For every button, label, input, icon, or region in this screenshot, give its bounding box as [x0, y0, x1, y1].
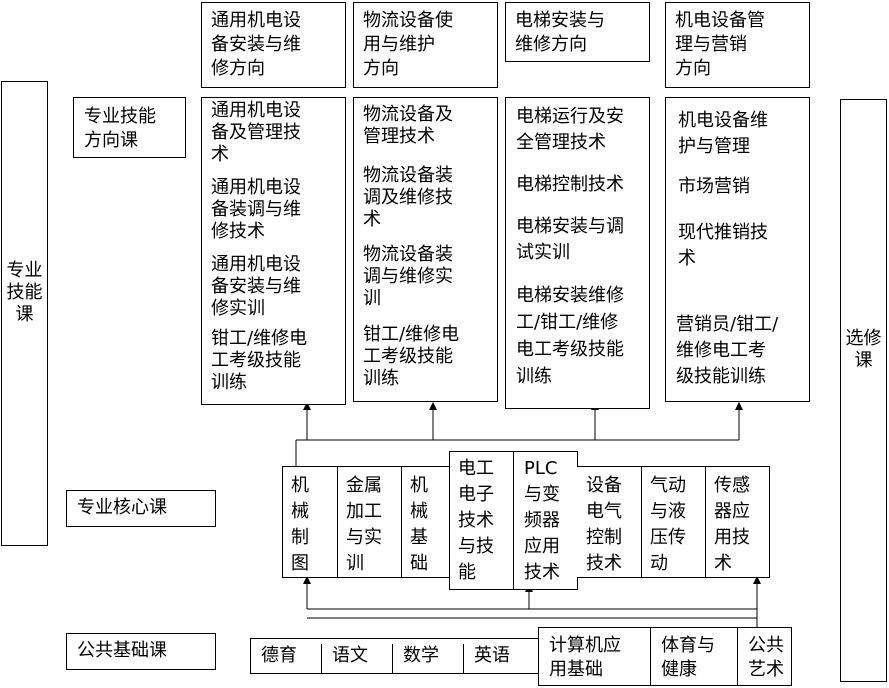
category-skill-direction: 专业技能 方向课	[73, 97, 186, 158]
core-course: 机 械 基 础	[402, 467, 450, 577]
basic-course: 英语	[474, 645, 510, 666]
course-item: 通用机电设 备及管理技 术	[211, 100, 301, 165]
direction-courses-2: 物流设备及 管理技术 物流设备装 调及维修技 术 物流设备装 调与维修实 训 钳…	[353, 97, 498, 402]
course-item: 电梯安装维修 工/钳工/维修 电工考级技能 训练	[516, 285, 624, 387]
core-course: 电工 电子 技术 与技 能	[450, 452, 514, 589]
direction-courses-1: 通用机电设 备及管理技 术 通用机电设 备装调与维 修技术 通用机电设 备安装与…	[201, 97, 346, 405]
course-item: 钳工/维修电 工考级技能 训练	[211, 328, 308, 393]
core-courses-row-left	[282, 466, 450, 578]
elective-side-label: 选修课	[845, 328, 882, 371]
course-item: 营销员/钳工/ 维修电工考 级技能训练	[676, 314, 779, 387]
direction-courses-4: 机电设备维 护与管理 市场营销 现代推销技 术 营销员/钳工/ 维修电工考 级技…	[665, 97, 810, 402]
course-item: 市场营销	[678, 176, 750, 197]
core-course: PLC 与变 频器 应用 技术	[524, 458, 560, 583]
course-item: 电梯安装与调 试实训	[516, 216, 624, 263]
course-item: 电梯运行及安 全管理技术	[516, 106, 624, 153]
basic-course: 公共 艺术	[748, 635, 784, 680]
core-course: 气动 与液 压传 动	[642, 467, 706, 577]
course-item: 电梯控制技术	[516, 174, 624, 195]
category-core: 专业核心课	[66, 490, 216, 527]
category-basic: 公共基础课	[66, 633, 216, 670]
direction-header-3: 电梯安装与 维修方向	[505, 2, 650, 62]
course-item: 通用机电设 备安装与维 修实训	[211, 254, 301, 319]
course-item: 物流设备装 调与维修实 训	[363, 244, 453, 309]
course-item: 机电设备维 护与管理	[678, 110, 768, 157]
direction-courses-3: 电梯运行及安 全管理技术 电梯控制技术 电梯安装与调 试实训 电梯安装维修 工/…	[505, 97, 650, 409]
skill-course-side-label: 专业技能课	[6, 260, 43, 325]
basic-courses-row-right	[538, 627, 792, 686]
course-item: 物流设备装 调及维修技 术	[363, 165, 453, 230]
direction-header-1: 通用机电设 备安装与维 修方向	[201, 2, 346, 88]
core-course: 金属 加工 与实 训	[338, 467, 402, 577]
basic-course: 体育与 健康	[651, 628, 738, 685]
course-item: 钳工/维修电 工考级技能 训练	[363, 324, 460, 389]
basic-course: 计算机应 用基础	[539, 628, 651, 685]
basic-course: 数学	[393, 644, 464, 674]
direction-header-4: 机电设备管 理与营销 方向	[665, 2, 810, 88]
basic-courses-row-left	[250, 638, 539, 674]
elective-side-panel: 选修课	[840, 99, 887, 682]
basic-course: 德育	[251, 644, 322, 674]
core-course: 机 械 制 图	[283, 467, 338, 577]
course-item: 通用机电设 备装调与维 修技术	[211, 177, 301, 242]
direction-header-2: 物流设备使 用与维护 方向	[353, 2, 498, 88]
core-courses-row-right	[577, 466, 770, 578]
core-course: 传感 器应 用技 术	[714, 475, 750, 574]
core-course: 设备 电气 控制 技术	[578, 467, 642, 577]
basic-course: 语文	[322, 644, 393, 674]
skill-course-side-panel: 专业技能课	[1, 81, 48, 546]
course-item: 物流设备及 管理技术	[363, 104, 453, 147]
course-item: 现代推销技 术	[678, 222, 768, 269]
